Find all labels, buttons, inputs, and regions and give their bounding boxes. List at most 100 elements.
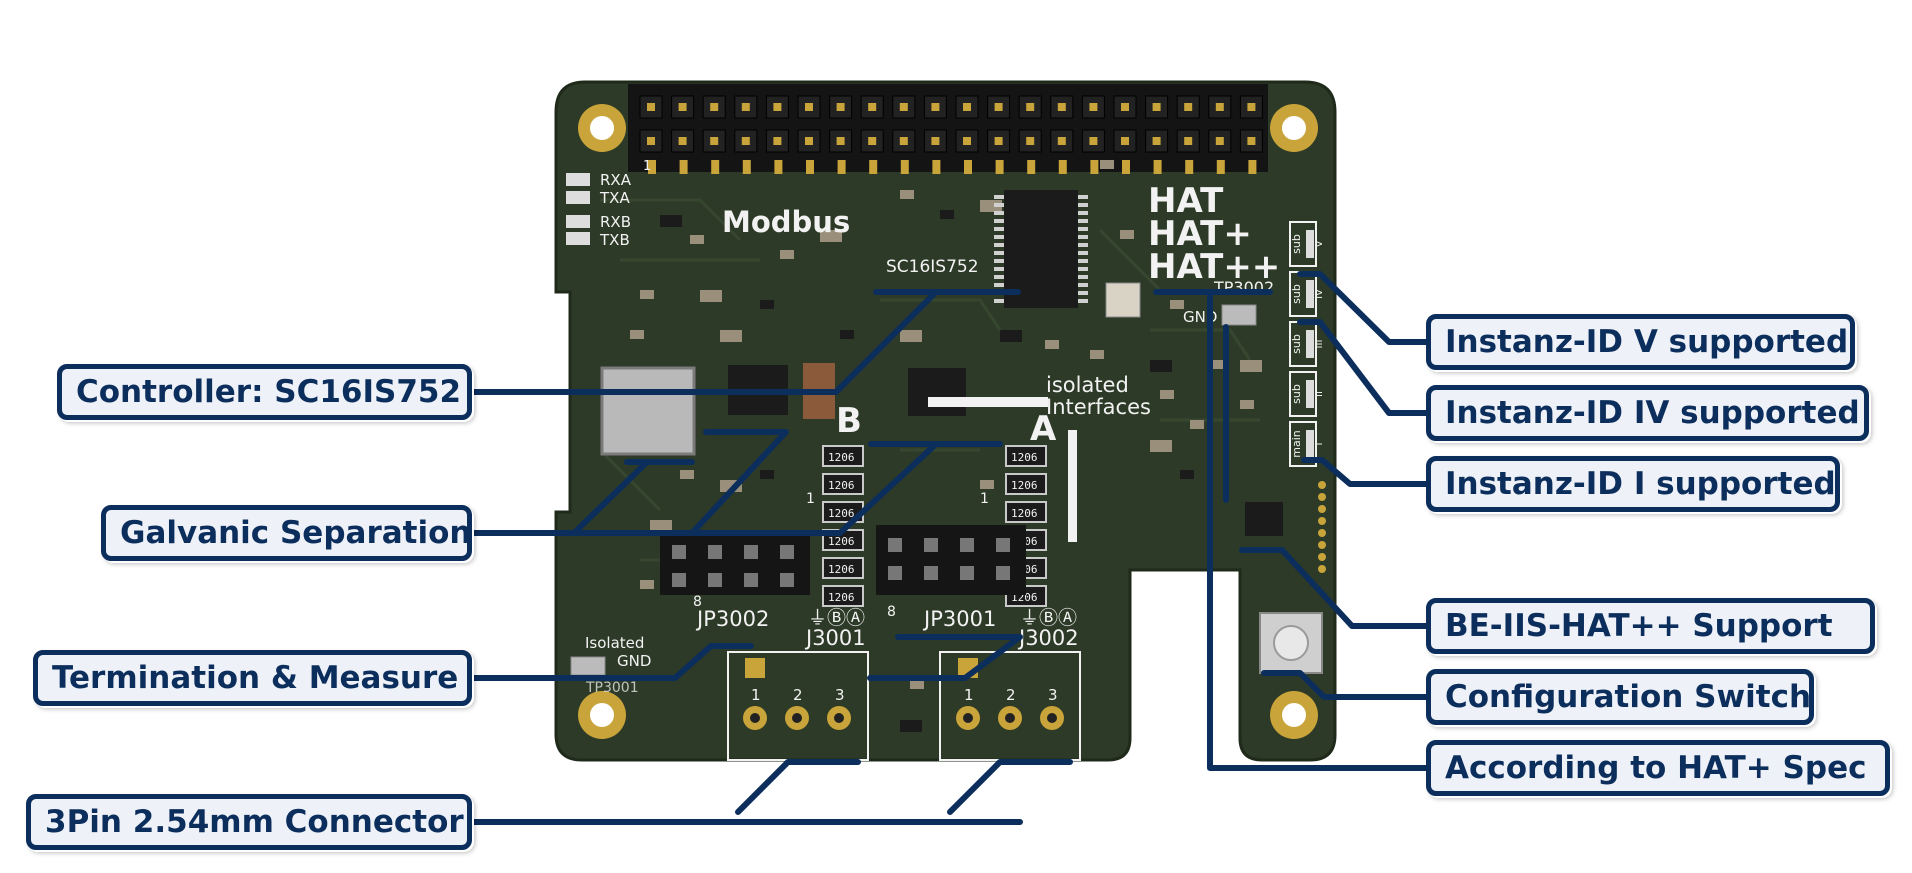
- via: [1318, 493, 1326, 501]
- smd-part: [1150, 360, 1172, 372]
- term-left-pin2: 2: [793, 686, 803, 704]
- smd-part: [900, 330, 922, 342]
- jumper-pin: [744, 573, 758, 587]
- resistor-code: 1206: [1011, 507, 1038, 520]
- jumper-pin: [960, 566, 974, 580]
- jumper-mark: II: [1314, 391, 1325, 397]
- terminal-pin-labels: 1 2 3 1 2 3: [751, 686, 1058, 704]
- callout-instanz-id-i: Instanz-ID I supported: [1426, 456, 1840, 512]
- config-switch: [1259, 612, 1323, 674]
- isolator-ic-right: [1245, 502, 1283, 536]
- side-a-label: A: [1030, 409, 1057, 449]
- gpio-solder: [742, 160, 751, 174]
- isolator-ic-a: [908, 368, 966, 416]
- mounting-holes: [578, 104, 1318, 739]
- smd-part: [760, 300, 774, 309]
- edge-vias: [1318, 481, 1326, 573]
- term-right-pin2: 2: [1006, 686, 1016, 704]
- eeprom-chip: [1105, 282, 1141, 318]
- jumper-pin: [996, 538, 1010, 552]
- leader-controller: [467, 289, 1021, 395]
- jumper-pin: [924, 538, 938, 552]
- gpio-solder: [1153, 160, 1162, 174]
- smd-part: [940, 210, 954, 219]
- jp-left-pin1: 1: [806, 491, 815, 507]
- header-pin1-marker: 1: [643, 159, 651, 174]
- callout-instanz-id-v: Instanz-ID V supported: [1426, 314, 1855, 370]
- leader-instanz-iv: [1297, 319, 1433, 416]
- smd-part: [1210, 360, 1224, 369]
- via: [1318, 517, 1326, 525]
- smd-part: [660, 215, 682, 227]
- led-label-rxa: RXA: [600, 171, 632, 189]
- isolation-barrier-v: [1068, 430, 1077, 542]
- gpio-solder: [1122, 160, 1130, 174]
- leader-connector: [467, 759, 1073, 825]
- gpio-solder: [806, 160, 814, 174]
- jumper-tag: sub: [1290, 234, 1303, 254]
- smd-part: [900, 190, 914, 199]
- smd-part: [1240, 400, 1254, 409]
- jumper-tag: sub: [1290, 334, 1303, 354]
- isolated-gnd-line2: GND: [617, 652, 651, 670]
- resistor-1206: [822, 473, 864, 495]
- leader-lines: [467, 271, 1433, 825]
- via: [1318, 553, 1326, 561]
- isolated-interfaces-line1: isolated: [1046, 373, 1129, 397]
- smd-part: [1045, 340, 1059, 349]
- via: [1318, 529, 1326, 537]
- callout-be-iis-hat-support: BE-IIS-HAT++ Support: [1426, 598, 1875, 654]
- via: [1318, 505, 1326, 513]
- jumper-pad: [1306, 330, 1314, 358]
- smd-part: [640, 580, 654, 589]
- term-right-pin1: 1: [964, 686, 974, 704]
- jumper-pin: [888, 538, 902, 552]
- jp-left-pin8: 8: [693, 594, 702, 610]
- callout-connector: 3Pin 2.54mm Connector: [26, 794, 472, 850]
- led-label-txa: TXA: [599, 189, 630, 207]
- gpio-solder: [1090, 160, 1099, 174]
- tp3001-label: TP3001: [585, 680, 639, 696]
- callout-hat-plus-spec: According to HAT+ Spec: [1426, 740, 1890, 796]
- resistor-1206: [1005, 473, 1047, 495]
- jumper-pin: [960, 538, 974, 552]
- sc16is752-chip: [994, 190, 1088, 308]
- smd-part: [1170, 300, 1184, 309]
- resistor-1206: [1005, 445, 1047, 467]
- via: [1318, 565, 1326, 573]
- jumper-pin: [708, 573, 722, 587]
- leader-hat-spec: [1153, 289, 1433, 771]
- smd-part: [840, 330, 854, 339]
- smd-part: [900, 720, 922, 732]
- leader-instanz-i: [1301, 457, 1433, 487]
- jumper-outline: [1289, 221, 1317, 267]
- jumper-pin: [780, 545, 794, 559]
- resistor-code: 1206: [828, 451, 855, 464]
- leader-instanz-v: [1297, 271, 1433, 345]
- jumper-mark: IV: [1314, 289, 1325, 299]
- jumper-pad: [1306, 430, 1314, 458]
- smd-part: [720, 330, 742, 342]
- modbus-label: Modbus: [722, 205, 850, 239]
- side-b-label: B: [836, 401, 862, 441]
- gpio-solder: [900, 160, 909, 174]
- jumper-pin: [780, 573, 794, 587]
- hat-plus-label: HAT+: [1148, 214, 1252, 254]
- resistor-1206: [822, 445, 864, 467]
- resistor-1206: [822, 557, 864, 579]
- j3002-symbols: ⏚ⒷⒶ: [1020, 607, 1077, 629]
- gpio-solder: [869, 160, 878, 174]
- term-right-pin3: 3: [1048, 686, 1058, 704]
- via: [1318, 541, 1326, 549]
- callout-galvanic-separation: Galvanic Separation: [101, 505, 472, 561]
- jumper-tag: sub: [1290, 384, 1303, 404]
- jumper-pad: [1306, 380, 1314, 408]
- led-label-rxb: RXB: [600, 213, 631, 231]
- leader-be-iis: [1239, 547, 1433, 629]
- smd-part: [910, 680, 924, 689]
- hat-label: HAT: [1148, 181, 1224, 221]
- smd-components: [630, 160, 1262, 732]
- resistor-1206: [822, 585, 864, 607]
- term-left-pin1: 1: [751, 686, 761, 704]
